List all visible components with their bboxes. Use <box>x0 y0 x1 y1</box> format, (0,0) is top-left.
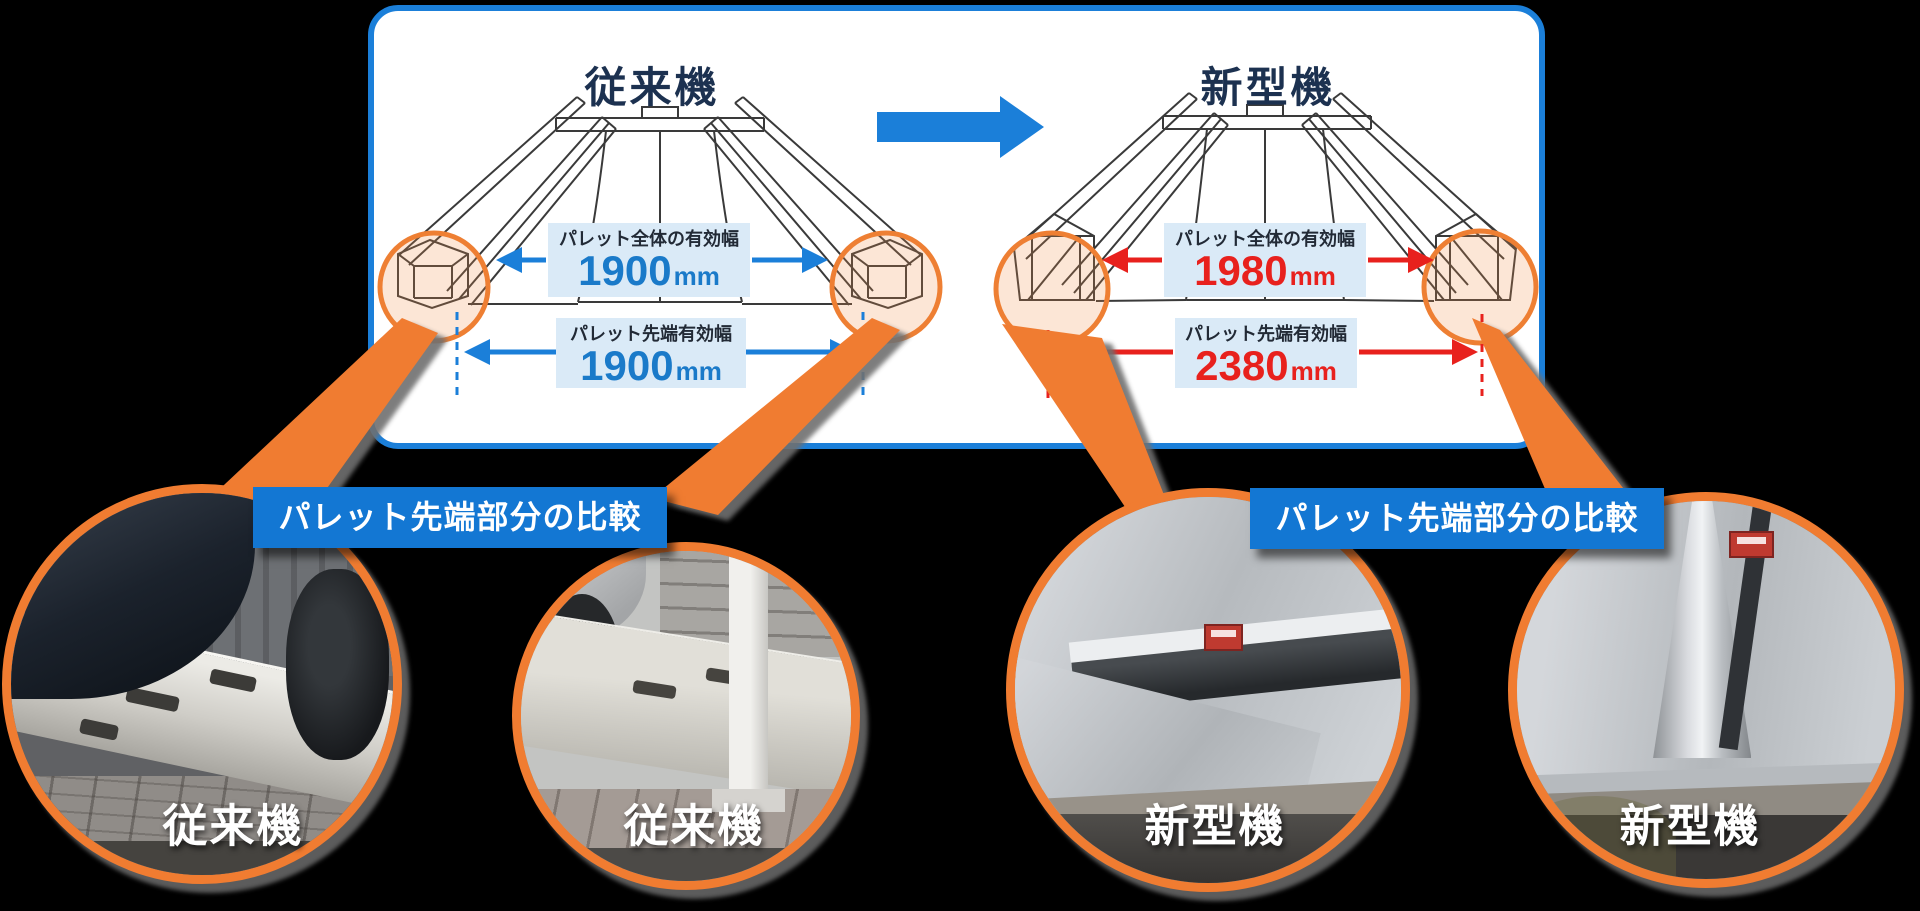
measure-value: 1980 <box>1194 247 1288 294</box>
asphalt-ground <box>1517 814 1895 879</box>
moss-patch <box>1517 795 1676 879</box>
measure-box-full-new: パレット全体の有効幅 1980mm <box>1164 223 1366 297</box>
photo-circle-conventional-2 <box>512 542 860 890</box>
photo-label: 従来機 <box>162 800 304 852</box>
photo-label: 従来機 <box>623 800 765 852</box>
title-conventional: 従来機 <box>584 64 720 111</box>
measure-value: 1900 <box>578 247 672 294</box>
photo-label: 新型機 <box>1144 800 1286 852</box>
car-tire <box>286 569 390 761</box>
title-new: 新型機 <box>1200 64 1336 111</box>
photo-label: 新型機 <box>1619 800 1761 852</box>
measure-unit: mm <box>1289 261 1336 291</box>
comparison-banner-left: パレット先端部分の比較 <box>253 487 667 548</box>
measure-label: パレット全体の有効幅 <box>1175 229 1355 249</box>
warning-sticker <box>1728 531 1775 558</box>
measure-label: パレット全体の有効幅 <box>559 229 739 249</box>
asphalt-ground <box>1015 813 1401 883</box>
measure-value: 1900 <box>580 342 674 389</box>
photo-circle-conventional-1 <box>2 484 402 884</box>
photo-circle-new-2 <box>1508 492 1904 888</box>
white-pillar <box>728 551 769 802</box>
gravel-strip <box>11 840 393 875</box>
pillar-base <box>712 788 785 812</box>
measure-box-tip-new: パレット先端有効幅 2380mm <box>1175 318 1357 388</box>
photo-circle-new-1 <box>1006 488 1410 892</box>
measure-value: 2380 <box>1195 342 1289 389</box>
measure-box-tip-conventional: パレット先端有効幅 1900mm <box>556 318 746 388</box>
measure-unit: mm <box>1290 356 1337 386</box>
measure-unit: mm <box>673 261 720 291</box>
measure-label: パレット先端有効幅 <box>570 324 732 344</box>
asphalt-strip <box>521 848 851 881</box>
comparison-banner-right: パレット先端部分の比較 <box>1250 488 1664 549</box>
measure-label: パレット先端有効幅 <box>1185 324 1347 344</box>
warning-sticker <box>1204 624 1243 652</box>
measure-unit: mm <box>675 356 722 386</box>
measure-box-full-conventional: パレット全体の有効幅 1900mm <box>548 223 750 297</box>
